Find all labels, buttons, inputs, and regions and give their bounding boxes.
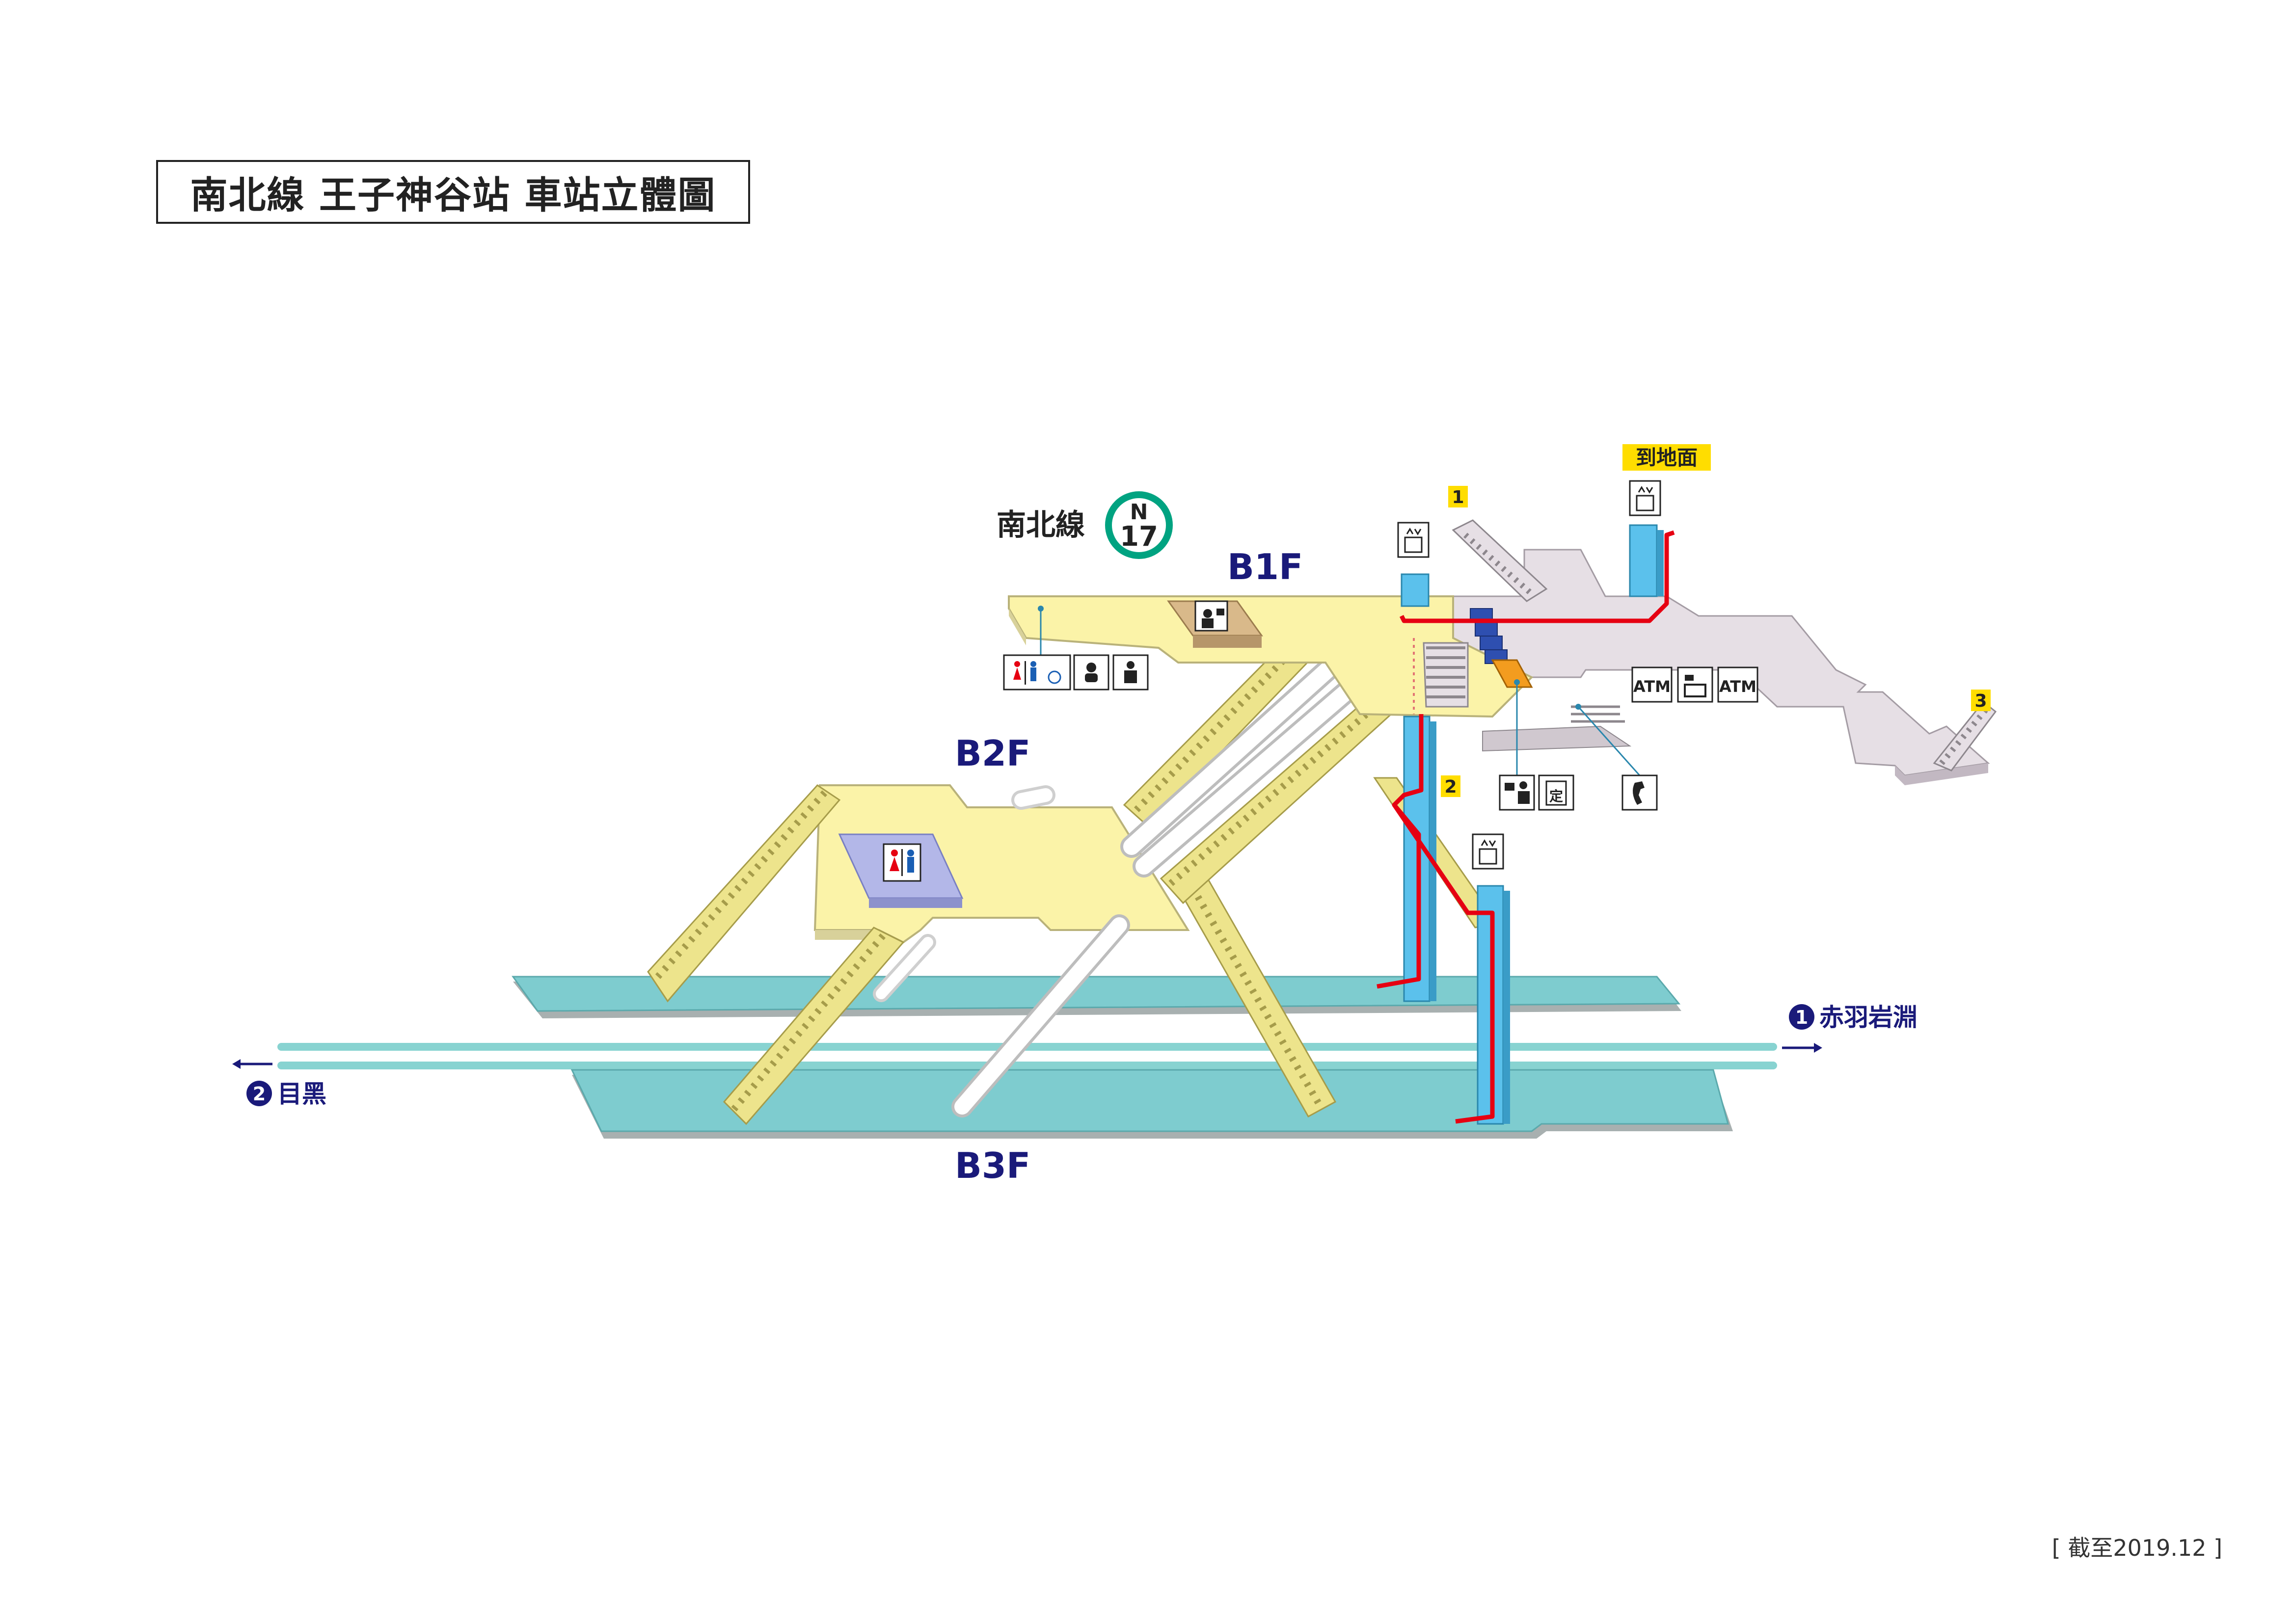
direction-east-label: 赤羽岩淵 [1819, 1003, 1918, 1032]
exit-1-label: 1 [1452, 487, 1464, 507]
exit1-stairs [1452, 519, 1548, 602]
station-number-letter: N [1130, 500, 1148, 525]
b1f-passage [1452, 519, 1997, 785]
direction-east: 1 赤羽岩淵 [1782, 1003, 1918, 1053]
elevator-icon [1629, 480, 1661, 516]
floor-label-b1f: B1F [1227, 546, 1303, 587]
locker-icon [1677, 666, 1713, 703]
line-name: 南北線 [997, 508, 1085, 542]
track-lower [277, 1062, 1777, 1069]
direction-west-label: 目黑 [277, 1080, 326, 1108]
b1f-concourse [1008, 595, 1632, 752]
floor-label-b2f: B2F [955, 733, 1030, 774]
title-box: 南北線 王子神谷站 車站立體圖 [156, 160, 750, 224]
exit-markers: 1 2 3 到地面 [1441, 444, 1991, 797]
exit-2-label: 2 [1444, 777, 1457, 797]
exit-3-label: 3 [1974, 691, 1987, 711]
atm-icon: ATM [1631, 666, 1673, 703]
wheelchair-icon [1048, 670, 1061, 684]
floor-label-b3f: B3F [955, 1145, 1030, 1186]
atm-icon: ATM [1717, 666, 1758, 703]
fare-facilities: 定 [1499, 679, 1658, 811]
escalators-b2f-platform [873, 785, 1130, 1117]
atm-label-1: ATM [1633, 677, 1671, 696]
platforms [512, 976, 1733, 1139]
toilet-icon [1003, 654, 1071, 691]
line-badge: 南北線 N 17 [997, 491, 1173, 559]
b1f-facility-icons [1003, 606, 1149, 691]
page-title: 南北線 王子神谷站 車站立體圖 [190, 173, 716, 217]
commuter-pass-label: 定 [1549, 788, 1563, 804]
as-of-date: [ 截至2019.12 ] [2052, 1535, 2222, 1561]
platform-lower [570, 1069, 1729, 1132]
stairs-b2f-west [647, 784, 841, 1003]
direction-west: 2 目黑 [232, 1059, 326, 1108]
stairs-b2f-sw [723, 927, 905, 1125]
accessible-route [1377, 530, 1675, 1124]
toilet-icon [883, 843, 921, 882]
direction-west-number: 2 [253, 1083, 266, 1105]
direction-east-number: 1 [1795, 1007, 1808, 1028]
elevator-icon [1472, 833, 1504, 870]
station-office-icon [1194, 600, 1228, 632]
elevator-icon [1397, 522, 1430, 558]
elevator-b1f [1401, 573, 1430, 607]
station-number: 17 [1120, 521, 1158, 553]
tracks [277, 1043, 1777, 1069]
station-number-circle [1105, 491, 1173, 559]
telephone-icon [1621, 774, 1658, 811]
to-ground-label: 到地面 [1636, 446, 1698, 470]
atm-label-2: ATM [1719, 677, 1756, 696]
elevator-ground-shaft [1629, 524, 1658, 597]
